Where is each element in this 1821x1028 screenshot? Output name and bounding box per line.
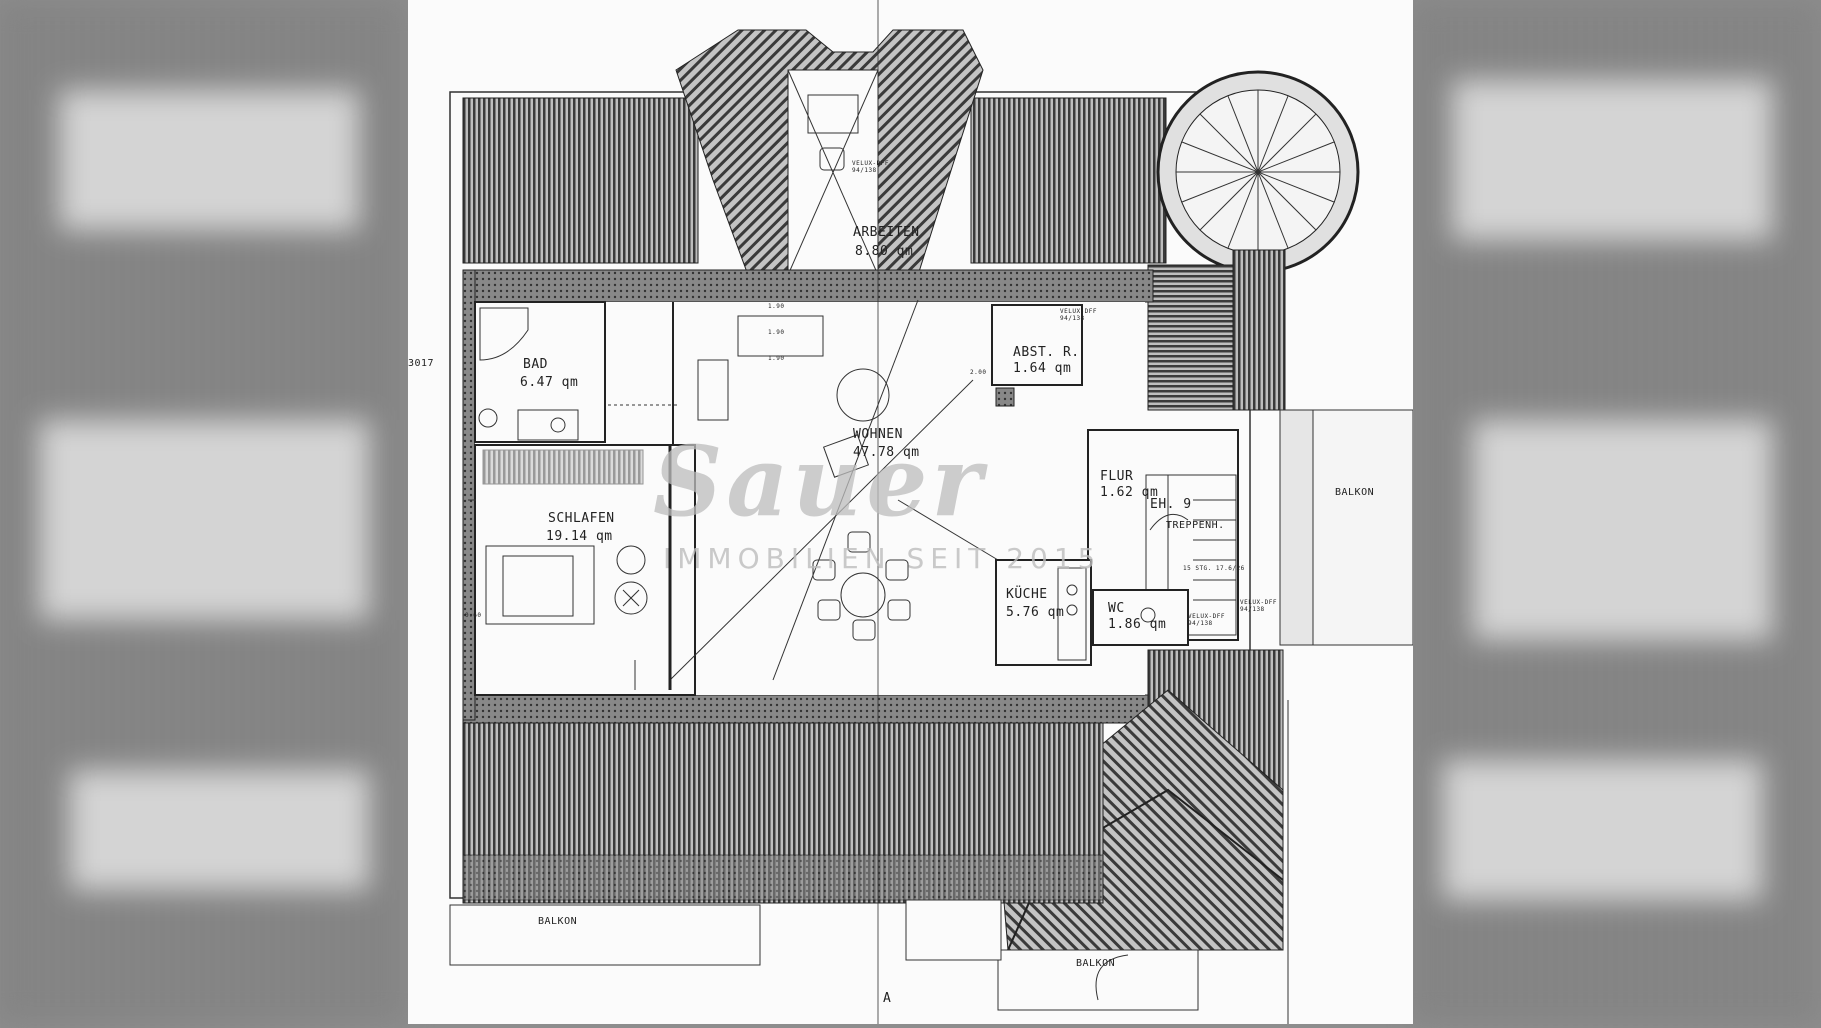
room-kueche [995, 559, 1092, 666]
balkon-right [1312, 409, 1414, 646]
label-velux3-size: 94/138 [1240, 606, 1265, 613]
label-flur-name: FLUR [1100, 469, 1133, 484]
label-bad-area: 6.47 qm [520, 375, 578, 390]
room-abst [991, 304, 1083, 386]
blurred-background-left [0, 0, 408, 1024]
label-flur-area: 1.62 qm [1100, 485, 1158, 500]
label-balkon-bottom-left: BALKON [538, 916, 577, 927]
label-kueche-area: 5.76 qm [1006, 605, 1064, 620]
label-stair-note: 15 STG. 17.6/26 [1183, 565, 1245, 572]
label-dim-1: 1.90 [768, 303, 784, 310]
label-arbeiten-area: 8.80 qm [855, 244, 913, 259]
floor-plan-drawing: Sauer IMMOBILIEN SEIT 2015 ARBEITEN 8.80… [408, 0, 1414, 1024]
label-wc-area: 1.86 qm [1108, 617, 1166, 632]
label-velux4-size: 94/138 [1188, 620, 1213, 627]
label-bad-name: BAD [523, 357, 548, 372]
label-balkon-bottom-right: BALKON [1076, 958, 1115, 969]
label-velux1: VELUX-DFF [852, 160, 889, 167]
label-dim-5: 0.60 [465, 612, 481, 619]
label-balkon-right: BALKON [1335, 487, 1374, 498]
wall-top [462, 269, 1154, 303]
roof-top-right [970, 97, 1167, 264]
floor-plan: Sauer IMMOBILIEN SEIT 2015 ARBEITEN 8.80… [408, 0, 1414, 1024]
label-schlafen-area: 19.14 qm [546, 529, 613, 544]
dining-table [840, 572, 886, 618]
label-arbeiten-name: ARBEITEN [853, 225, 920, 240]
label-section-mark: A [883, 991, 891, 1006]
wall-left [462, 269, 476, 721]
label-wohnen-area: 47.78 qm [853, 445, 920, 460]
room-wc [1092, 589, 1189, 646]
room-bad [474, 301, 606, 443]
balkon-bottom-left [449, 904, 761, 966]
label-kueche-name: KÜCHE [1006, 585, 1048, 602]
blurred-background-right [1413, 0, 1821, 1024]
label-wohnen-name: WOHNEN [853, 427, 903, 442]
label-velux1-size: 94/138 [852, 167, 877, 174]
label-eh: EH. 9 [1150, 497, 1192, 512]
room-schlafen [474, 444, 696, 696]
wall-bottom [462, 694, 1154, 724]
label-wc-name: WC [1108, 601, 1125, 616]
label-velux3: VELUX-DFF [1240, 599, 1277, 606]
label-schlafen-name: SCHLAFEN [548, 511, 615, 526]
label-dim-4: 2.00 [970, 369, 986, 376]
label-treppenhaus: TREPPENH. [1166, 520, 1225, 531]
label-plan-ref: 3017 [408, 358, 434, 369]
label-dim-2: 1.90 [768, 329, 784, 336]
roof-top-left [462, 97, 699, 264]
watermark-brand: Sauer [653, 425, 988, 538]
label-velux2: VELUX-DFF [1060, 308, 1097, 315]
label-abst-area: 1.64 qm [1013, 361, 1071, 376]
watermark-tagline: IMMOBILIEN SEIT 2015 [663, 542, 1101, 575]
label-velux2-size: 94/138 [1060, 315, 1085, 322]
label-abst-name: ABST. R. [1013, 345, 1080, 360]
label-velux4: VELUX-DFF [1188, 613, 1225, 620]
label-dim-3: 1.90 [768, 355, 784, 362]
staircase [1145, 474, 1237, 636]
sofa [737, 315, 824, 357]
